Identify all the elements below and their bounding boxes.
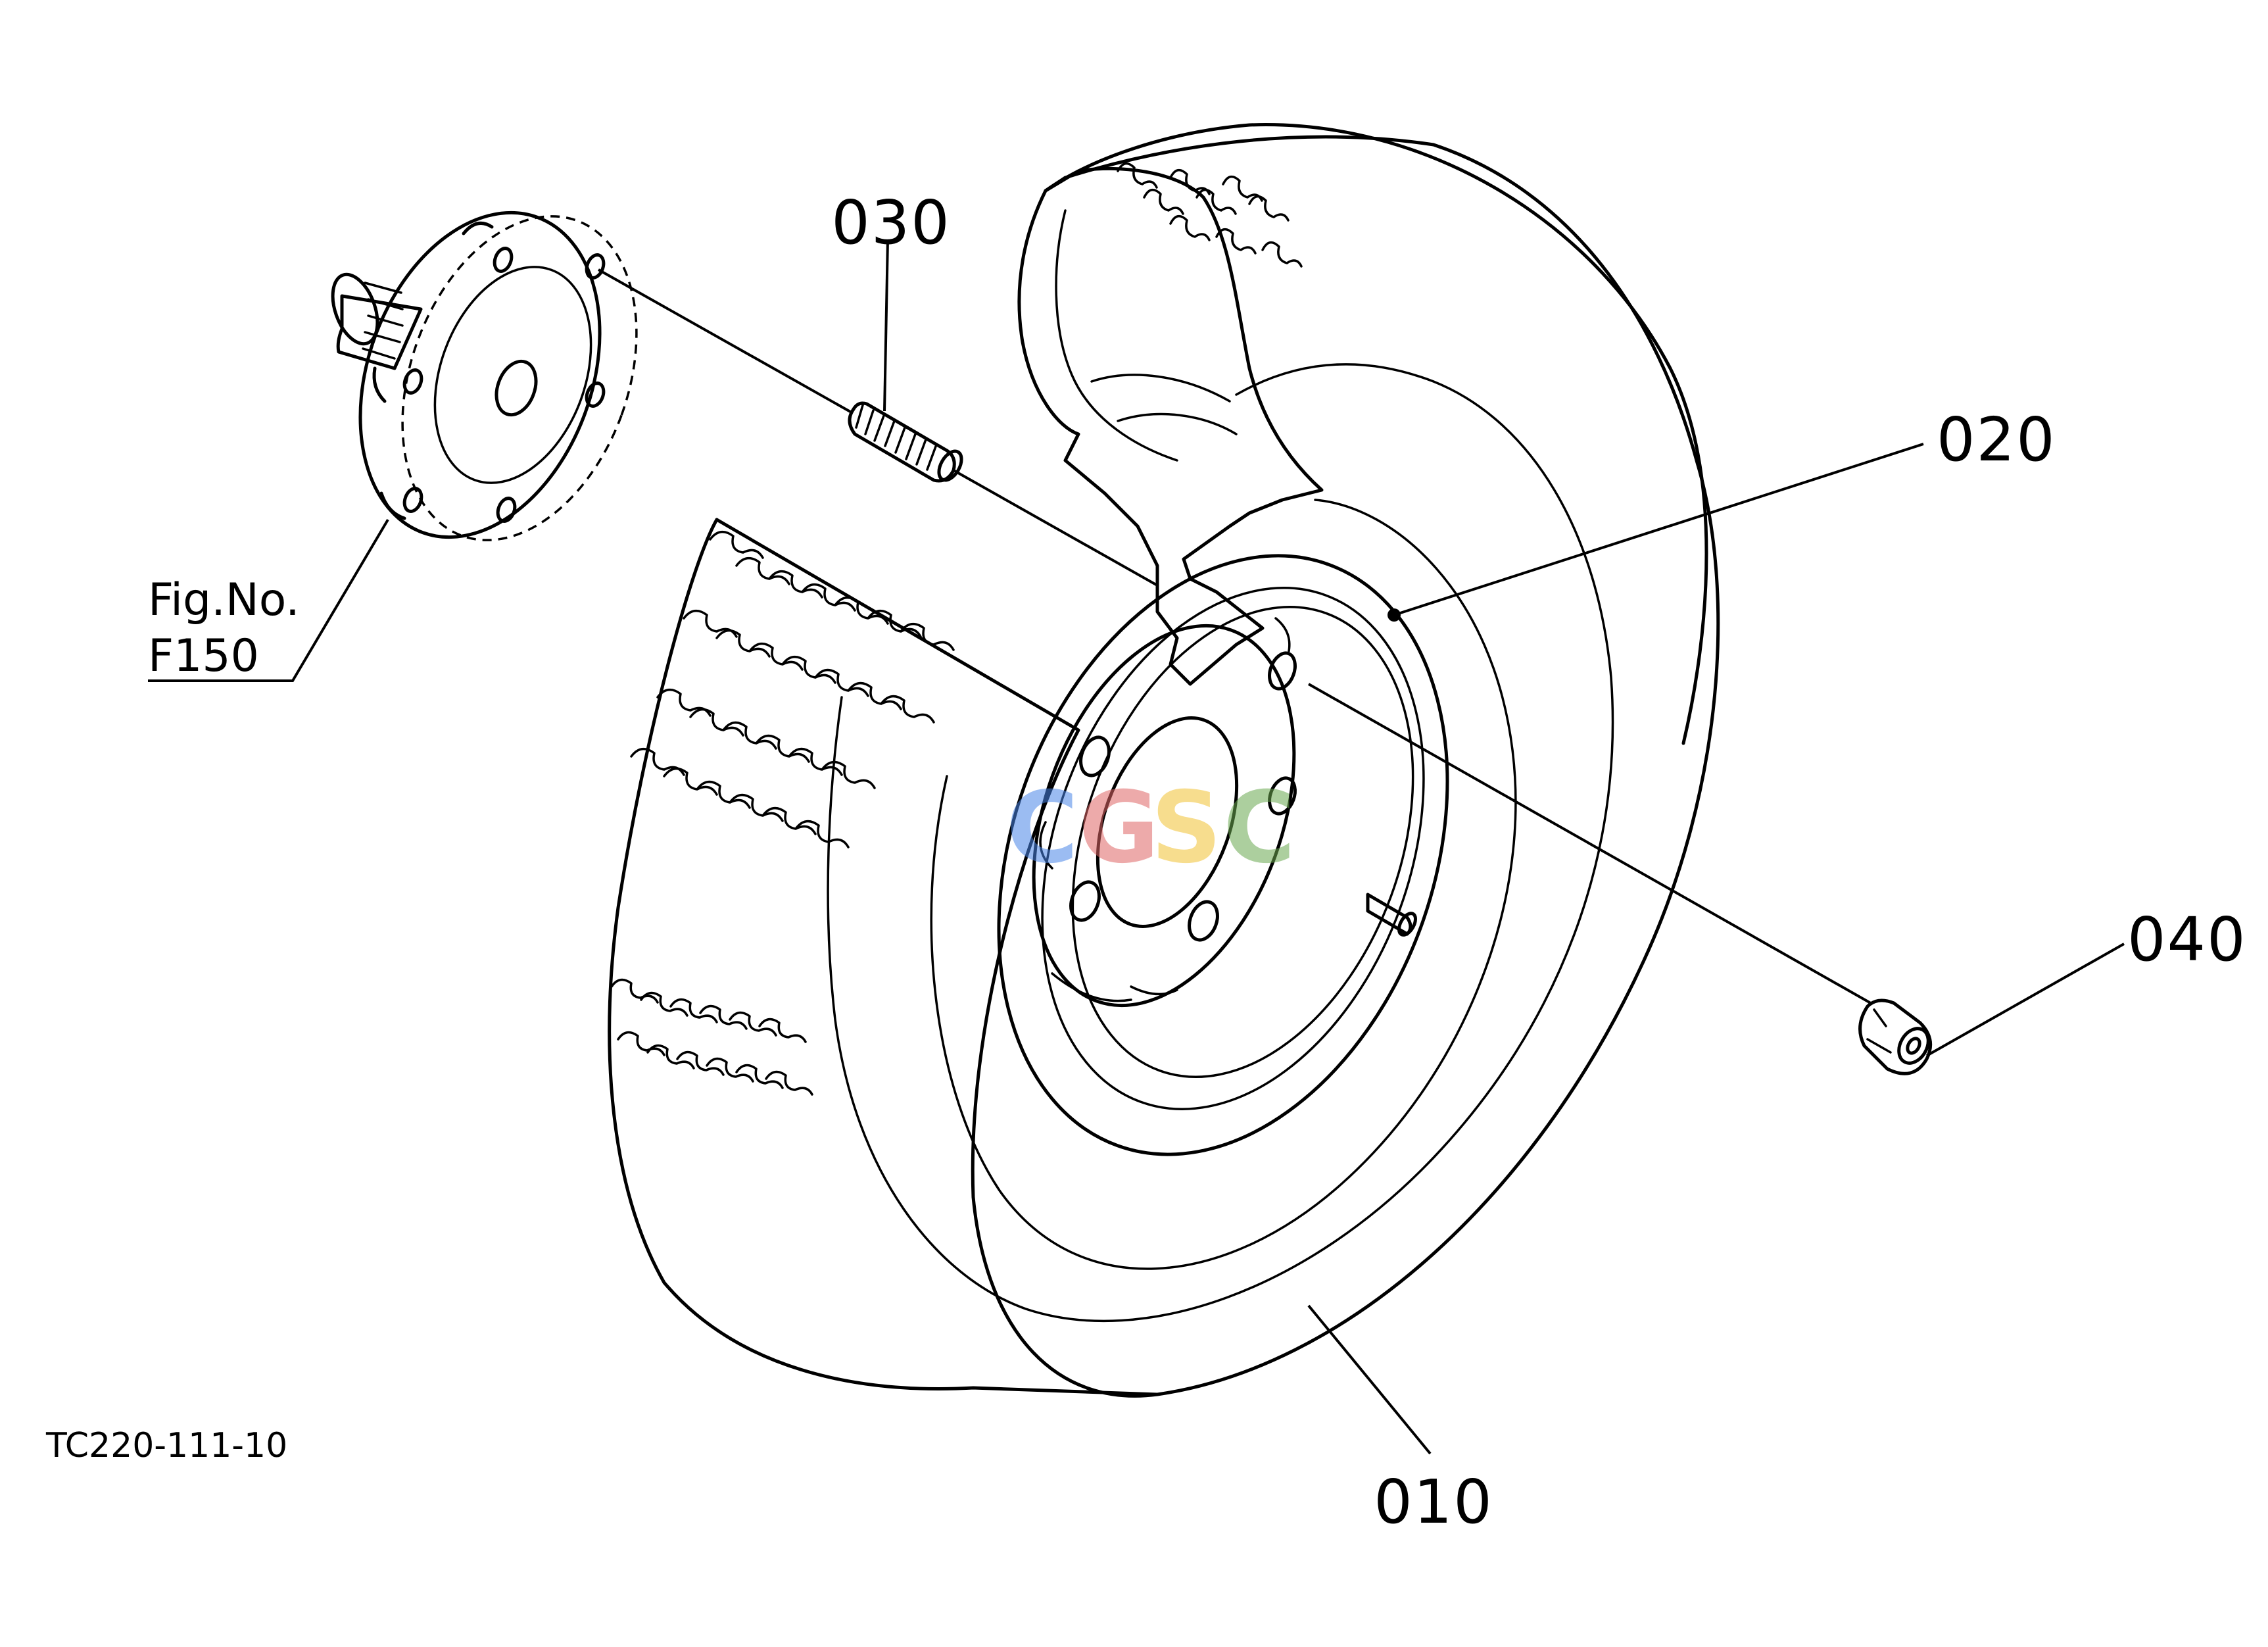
assembly-axis-lines bbox=[598, 268, 1894, 1018]
callout-020: 020 bbox=[1937, 405, 2056, 475]
wheel-nut-040 bbox=[1858, 998, 1933, 1075]
hub-assembly bbox=[331, 210, 638, 541]
figure-reference-line1: Fig.No. bbox=[148, 574, 300, 626]
tread-pattern bbox=[610, 162, 1303, 1096]
callout-040: 040 bbox=[2127, 904, 2247, 975]
wheel-stud-030 bbox=[848, 401, 963, 483]
watermark-letter: S bbox=[1151, 771, 1222, 885]
watermark-letter: C bbox=[1223, 771, 1295, 885]
watermark-letter: C bbox=[1006, 771, 1078, 885]
tire-010 bbox=[608, 123, 1720, 1398]
callout-010: 010 bbox=[1374, 1467, 1493, 1537]
watermark: C G S C bbox=[1006, 771, 1295, 885]
leader-dot-020 bbox=[1387, 608, 1401, 622]
drawing-code: TC220-111-10 bbox=[45, 1426, 287, 1465]
callout-030: 030 bbox=[831, 187, 951, 258]
figure-reference-line2: F150 bbox=[148, 630, 259, 682]
leader-lines bbox=[148, 239, 2125, 1455]
watermark-letter: G bbox=[1078, 771, 1159, 885]
